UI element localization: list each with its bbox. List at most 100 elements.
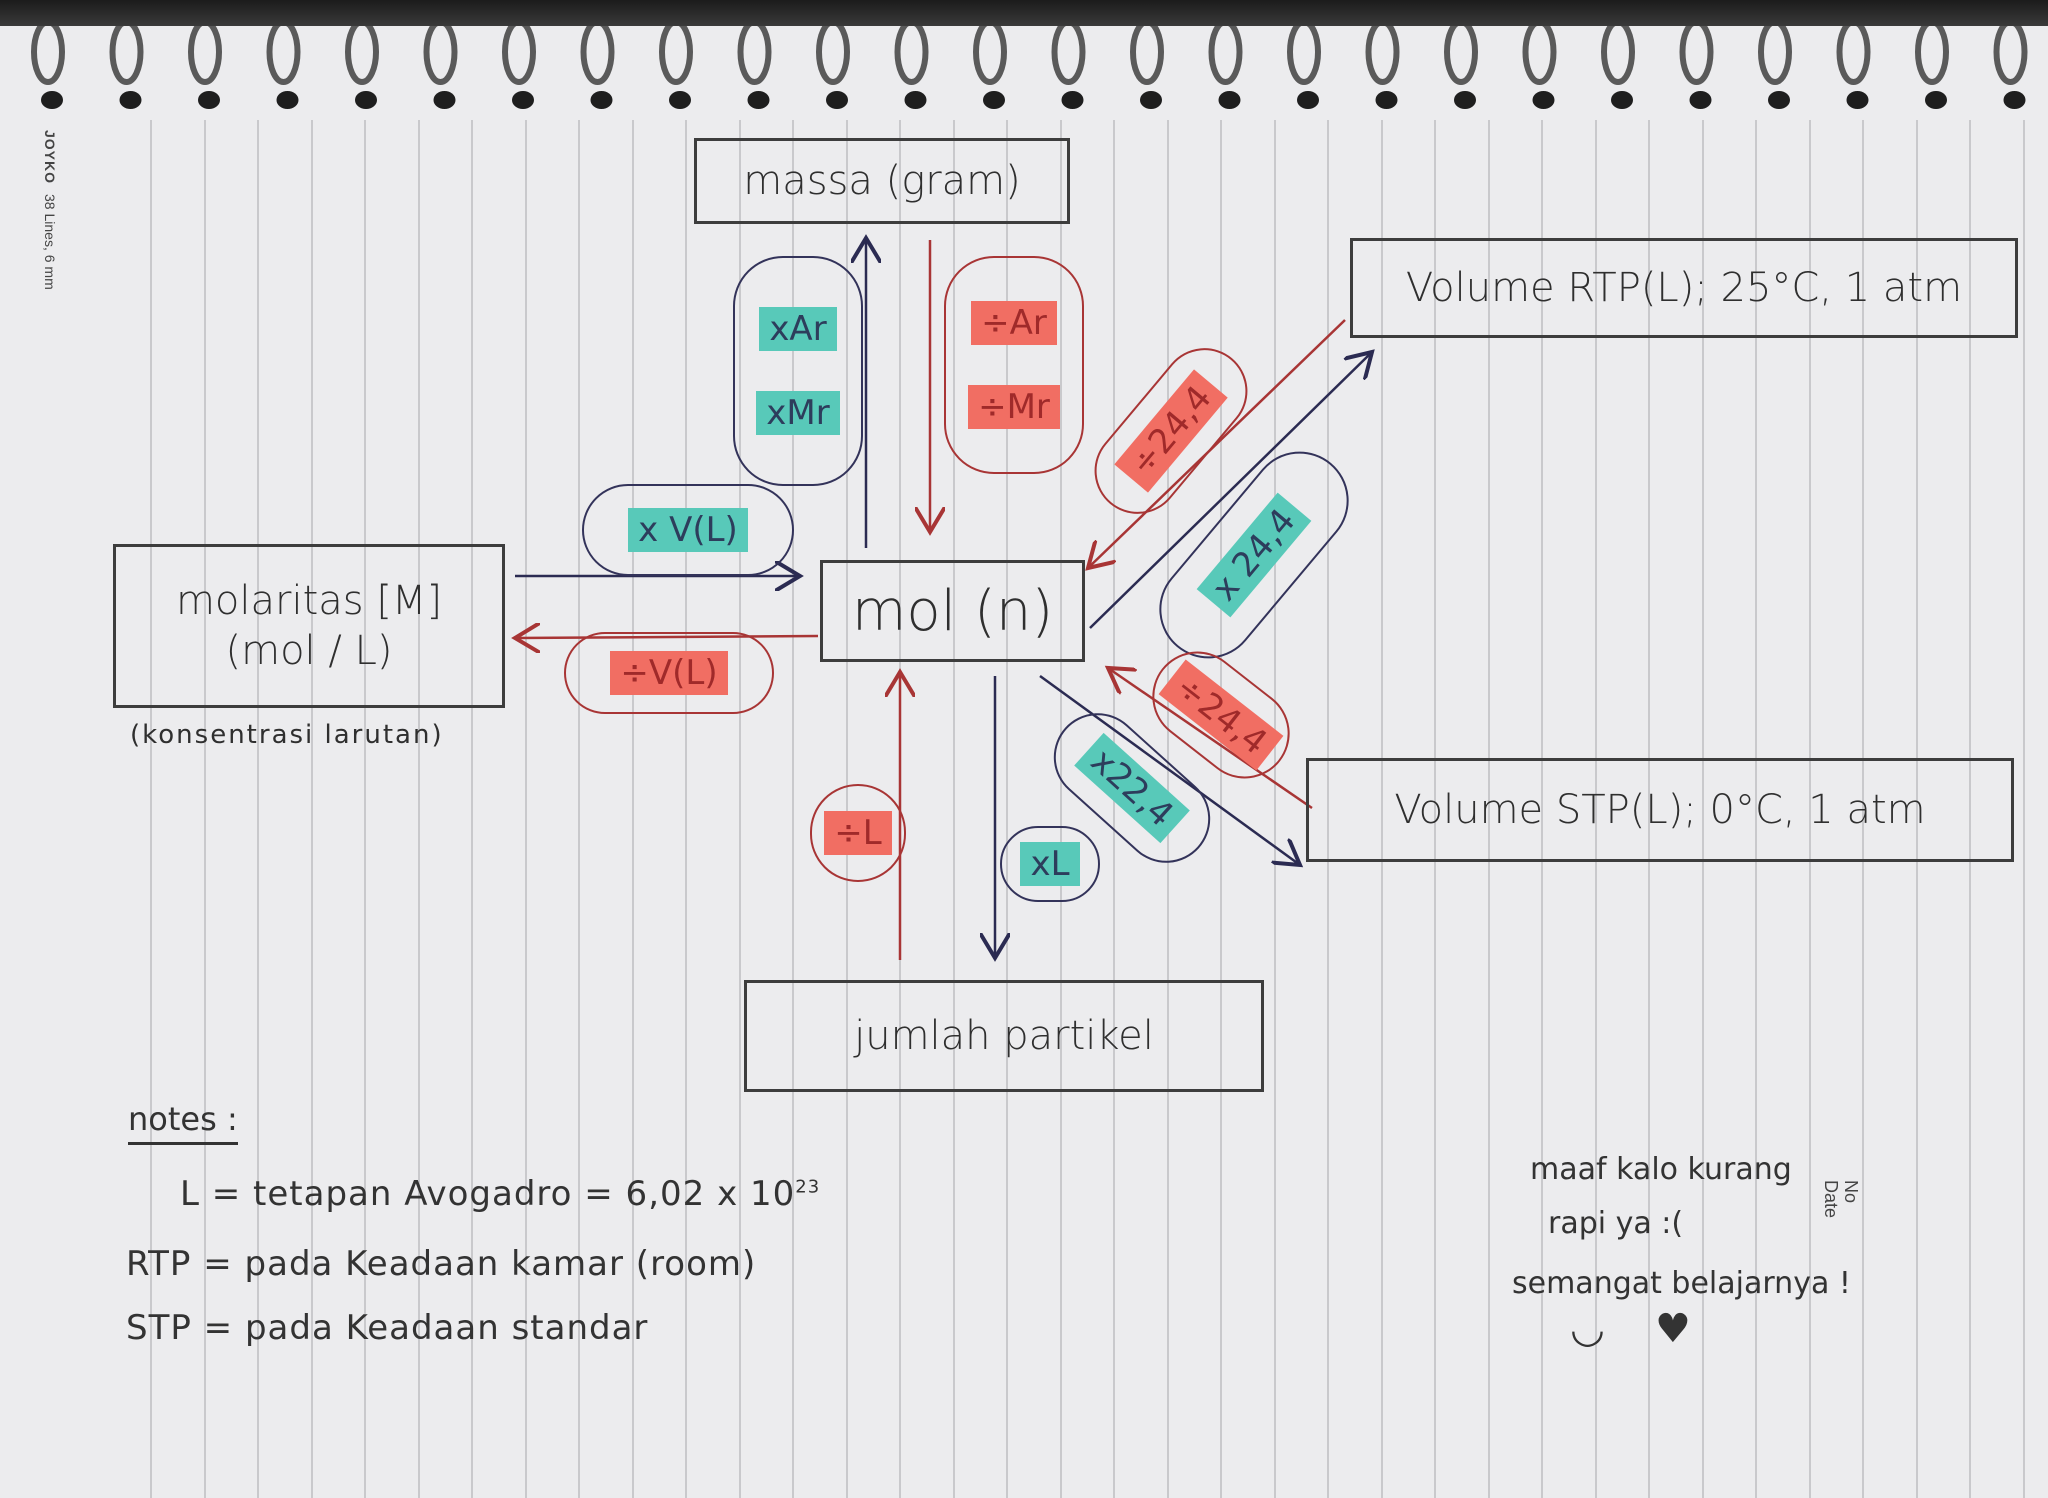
ruled-line	[1488, 120, 1490, 1498]
arrow-rtp-to-mol	[1088, 319, 1346, 568]
note-avogadro-text: L = tetapan Avogadro = 6,02 x 10	[180, 1174, 796, 1214]
binding-hole	[983, 91, 1005, 109]
ruled-line	[1060, 120, 1062, 1498]
ruled-line	[1862, 120, 1864, 1498]
arrow-mol-to-rtp	[1089, 352, 1372, 629]
ruled-line	[632, 120, 634, 1498]
factor-div-l: ÷L	[824, 811, 892, 855]
ruled-line	[1969, 120, 1971, 1498]
ruled-line	[953, 120, 955, 1498]
pill-div-l: ÷L	[810, 784, 906, 882]
pill-div-v: ÷V(L)	[564, 632, 774, 714]
jumlah-partikel-box: jumlah partikel	[744, 980, 1264, 1092]
binding-hole	[276, 91, 299, 109]
binding-hole	[1611, 91, 1633, 109]
binding-hole	[119, 91, 142, 109]
ruled-line	[1541, 120, 1543, 1498]
ruled-line	[792, 120, 794, 1498]
binding-hole	[1218, 91, 1241, 109]
ruled-line	[2023, 120, 2025, 1498]
binding-hole	[1768, 91, 1790, 109]
volume-rtp-label: Volume RTP(L); 25°C, 1 atm	[1405, 265, 1963, 311]
pill-x-l: xL	[1000, 826, 1100, 902]
ruled-line	[1702, 120, 1704, 1498]
factor-x-v: x V(L)	[628, 508, 748, 552]
binding-hole	[41, 91, 63, 109]
factor-div-ar: ÷Ar	[971, 301, 1057, 345]
binding-hole	[747, 91, 770, 109]
ruled-line	[1648, 120, 1650, 1498]
ruled-line	[1916, 120, 1918, 1498]
binding-hole	[1925, 91, 1947, 109]
ruled-line	[418, 120, 420, 1498]
ruled-line	[525, 120, 527, 1498]
binding-hole	[2003, 91, 2026, 109]
ruled-line	[1113, 120, 1115, 1498]
volume-stp-box: Volume STP(L); 0°C, 1 atm	[1306, 758, 2014, 862]
spiral-binding	[0, 0, 2048, 130]
mol-label: mol (n)	[851, 578, 1054, 644]
molaritas-caption: (konsentrasi larutan)	[130, 720, 444, 750]
binding-hole	[826, 91, 848, 109]
notes-title: notes :	[128, 1100, 238, 1145]
note-stp: STP = pada Keadaan standar	[126, 1308, 649, 1348]
ruled-line	[150, 120, 152, 1498]
ruled-line	[1755, 120, 1757, 1498]
ruled-line	[1381, 120, 1383, 1498]
ruled-line	[364, 120, 366, 1498]
pill-x-ar-mr: xAr xMr	[733, 256, 863, 486]
binding-hole	[1846, 91, 1869, 109]
ruled-line	[311, 120, 313, 1498]
note-avogadro-exponent: 23	[795, 1176, 821, 1198]
factor-x-mr: xMr	[756, 391, 840, 435]
binding-hole	[1689, 91, 1712, 109]
pill-x-v: x V(L)	[582, 484, 794, 576]
jumlah-partikel-label: jumlah partikel	[854, 1013, 1154, 1059]
ruled-line	[471, 120, 473, 1498]
side-message-line2: rapi ya :(	[1548, 1206, 1684, 1241]
factor-x-ar: xAr	[759, 307, 837, 351]
ruled-line	[204, 120, 206, 1498]
binding-hole	[512, 91, 534, 109]
arrow-mol-to-molaritas	[515, 636, 819, 638]
binding-hole	[669, 91, 691, 109]
binding-bar	[0, 0, 2048, 26]
binding-hole	[1061, 91, 1084, 109]
ruled-line	[739, 120, 741, 1498]
no-date-label: No Date	[1821, 1180, 1861, 1219]
binding-hole	[1375, 91, 1398, 109]
binding-hole	[355, 91, 377, 109]
ruled-line	[1809, 120, 1811, 1498]
arrow-mol-to-stp	[1039, 674, 1300, 865]
volume-stp-label: Volume STP(L); 0°C, 1 atm	[1394, 787, 1926, 833]
binding-hole	[198, 91, 220, 109]
factor-div-v: ÷V(L)	[610, 651, 728, 695]
ruled-line	[1327, 120, 1329, 1498]
side-message-line3: semangat belajarnya !	[1512, 1266, 1851, 1301]
binding-hole	[904, 91, 927, 109]
binding-hole	[1297, 91, 1319, 109]
ruled-line	[578, 120, 580, 1498]
ruled-line	[1006, 120, 1008, 1498]
heart-icon: ♥	[1655, 1306, 1691, 1352]
note-rtp: RTP = pada Keadaan kamar (room)	[126, 1244, 757, 1284]
ruled-line	[1595, 120, 1597, 1498]
ruled-line	[257, 120, 259, 1498]
binding-hole	[590, 91, 613, 109]
molaritas-box: molaritas [M] (mol / L)	[113, 544, 505, 708]
smile-face-icon: ◡	[1570, 1306, 1605, 1352]
binding-hole	[1140, 91, 1162, 109]
binding-hole	[433, 91, 456, 109]
molaritas-label: molaritas [M] (mol / L)	[175, 578, 443, 674]
ruled-line	[685, 120, 687, 1498]
ruled-line	[1274, 120, 1276, 1498]
massa-label: massa (gram)	[743, 158, 1021, 204]
volume-rtp-box: Volume RTP(L); 25°C, 1 atm	[1350, 238, 2018, 338]
side-message-line1: maaf kalo kurang	[1530, 1152, 1792, 1187]
ruled-line	[1434, 120, 1436, 1498]
factor-x-l: xL	[1020, 842, 1080, 886]
spiral-rings	[31, 19, 2028, 109]
factor-div-mr: ÷Mr	[968, 385, 1060, 429]
